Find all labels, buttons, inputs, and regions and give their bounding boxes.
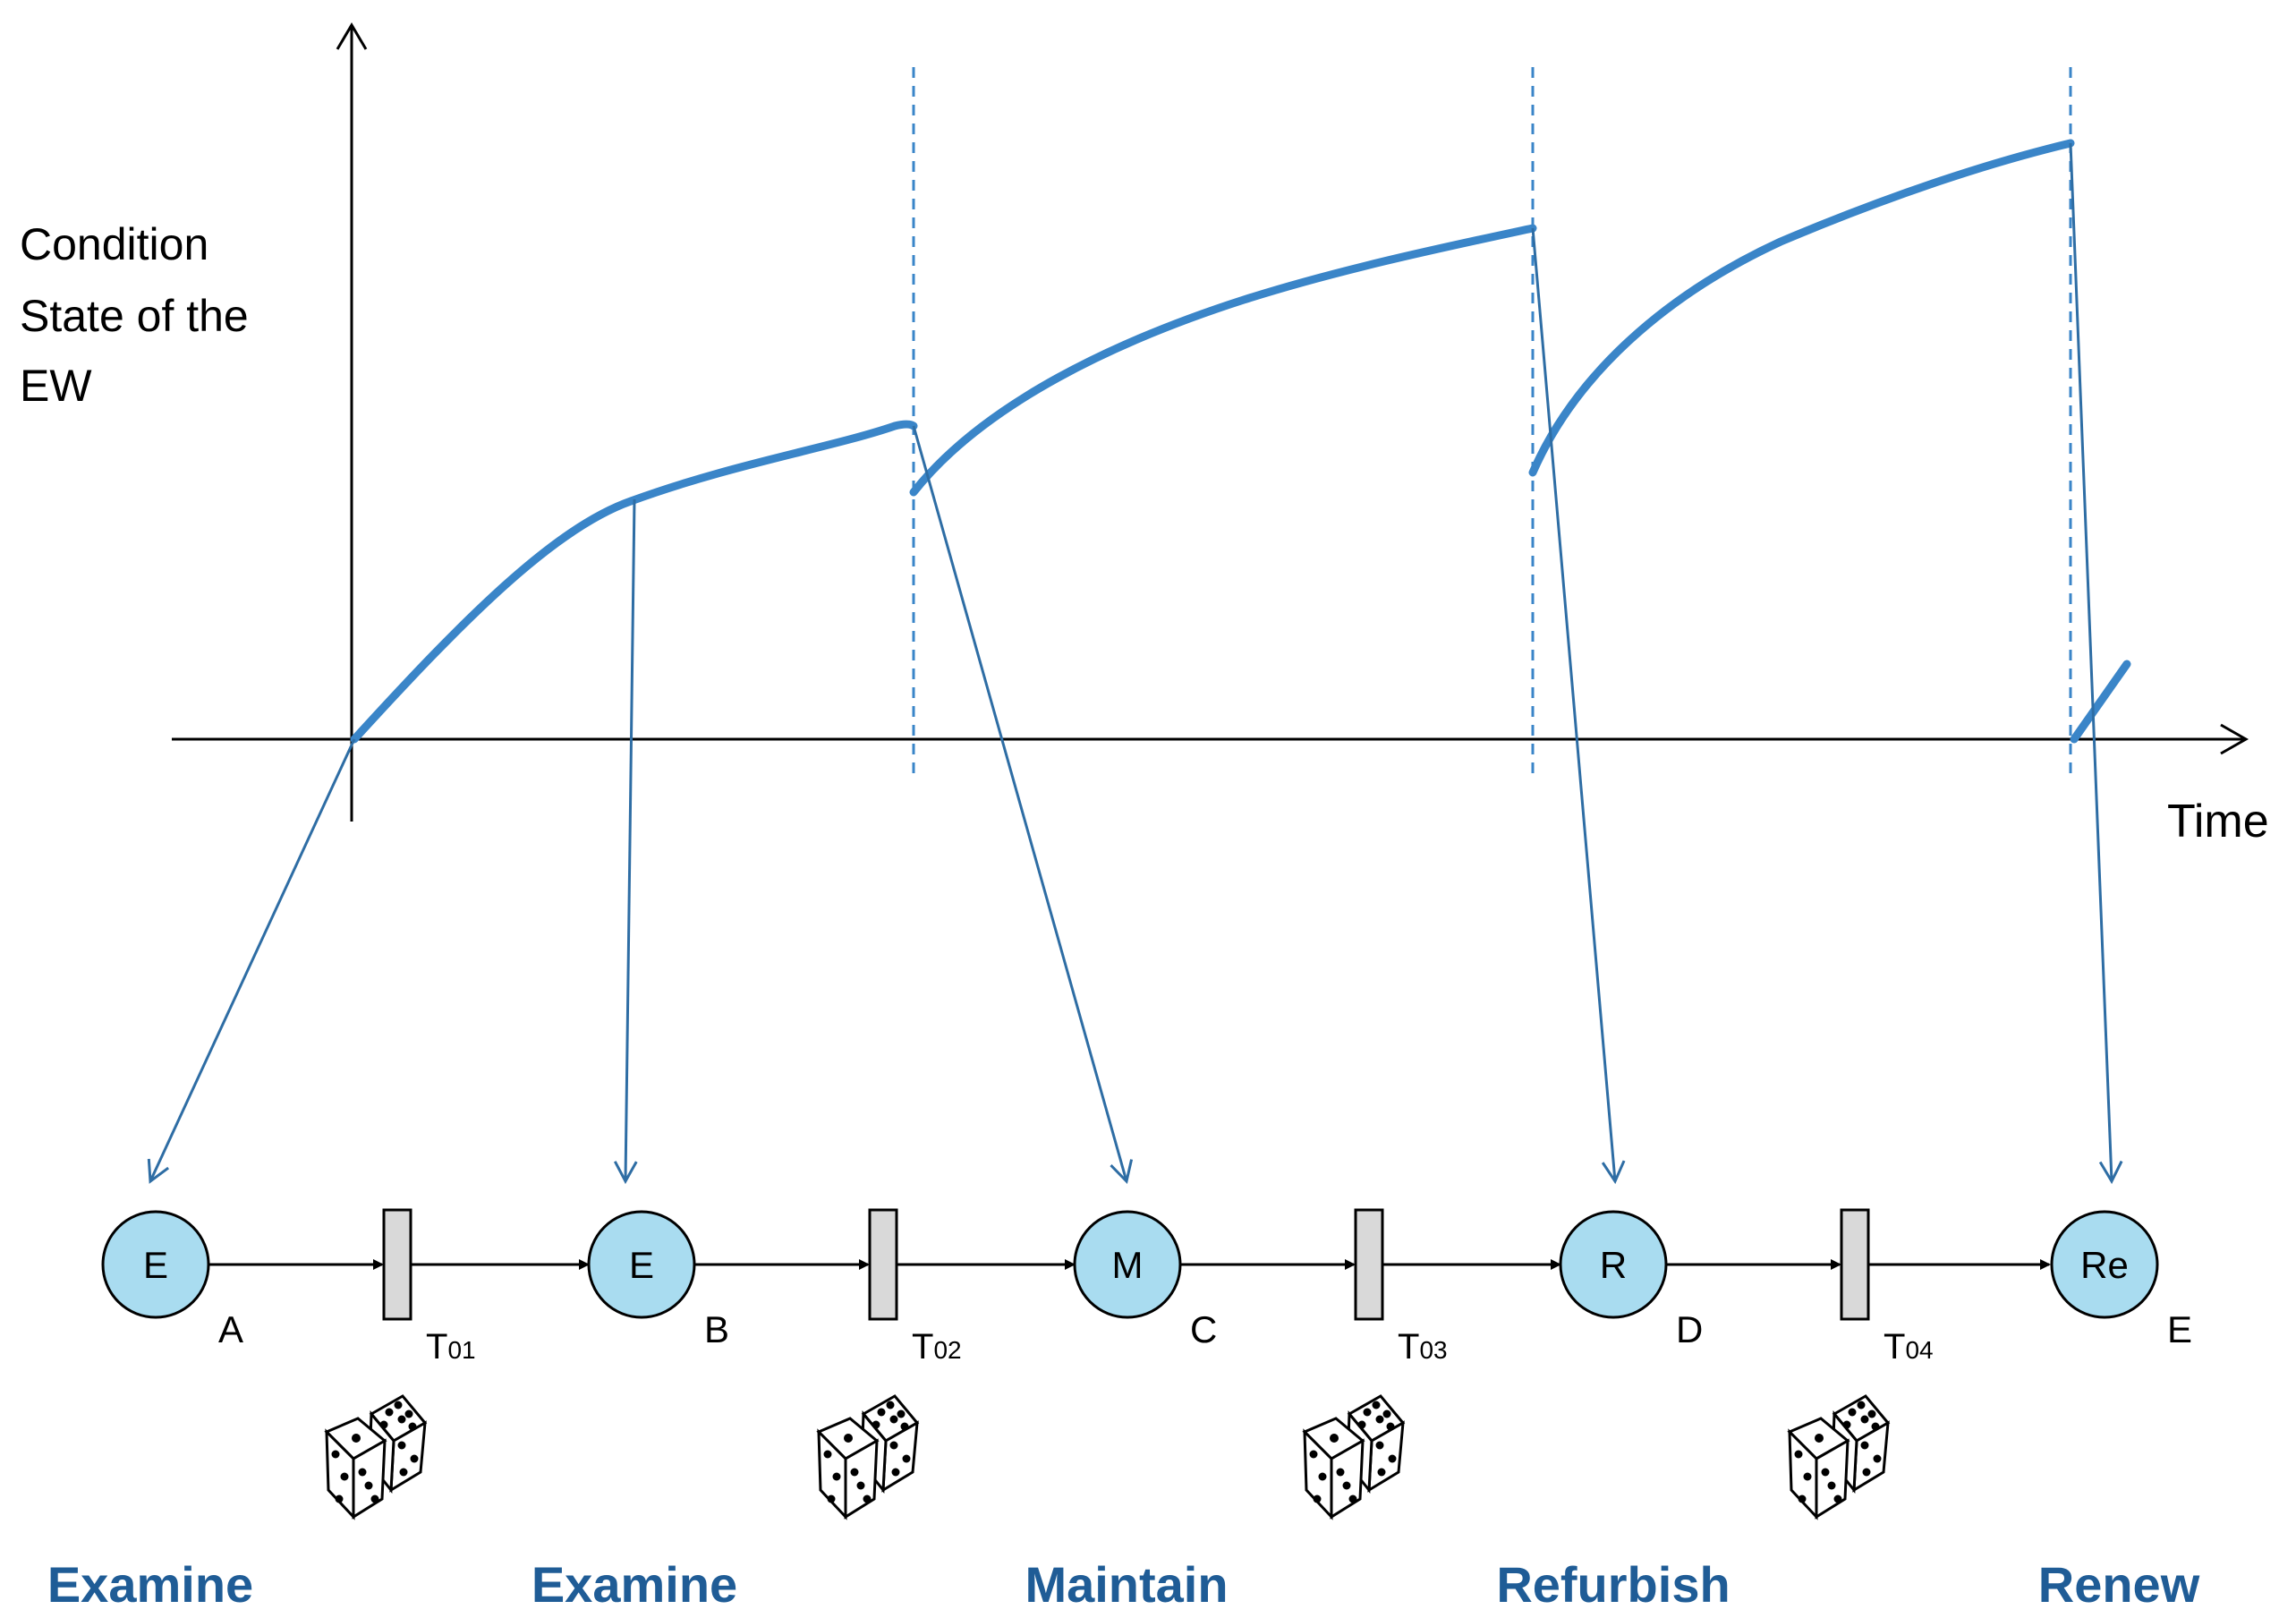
x-axis-label: Time <box>2167 796 2269 847</box>
transition-t02: T02 <box>868 1208 962 1367</box>
transition-t01-label: T01 <box>426 1327 476 1367</box>
connector-to-place-c <box>912 425 1134 1185</box>
condition-curve-segment-1 <box>350 420 918 744</box>
condition-curve-segment-3 <box>1528 139 2075 477</box>
transition-t01: T01 <box>382 1208 476 1367</box>
dice-icon <box>1788 1394 1890 1519</box>
place-b-id: B <box>704 1308 729 1350</box>
place-a-letter: E <box>143 1244 168 1286</box>
place-c: M C <box>1073 1210 1217 1350</box>
place-d-id: D <box>1676 1308 1703 1350</box>
transition-t03: T03 <box>1354 1208 1448 1367</box>
y-axis-label-line-1: Condition <box>20 219 208 269</box>
place-a: E A <box>101 1210 243 1350</box>
action-label-renew: Renew <box>2038 1556 2200 1613</box>
action-label-refurbish: Refurbish <box>1496 1556 1730 1613</box>
x-axis-arrowhead <box>2220 723 2249 755</box>
transition-t04: T04 <box>1840 1208 1934 1367</box>
place-e-letter: Re <box>2080 1244 2129 1286</box>
place-c-letter: M <box>1112 1244 1144 1286</box>
action-label-examine-a: Examine <box>47 1556 253 1613</box>
action-label-examine-b: Examine <box>531 1556 737 1613</box>
place-e: Re E <box>2050 1210 2192 1350</box>
place-a-id: A <box>218 1308 243 1350</box>
dice-icon <box>1303 1394 1405 1519</box>
transition-t02-label: T02 <box>912 1327 962 1367</box>
place-c-id: C <box>1190 1308 1217 1350</box>
y-axis-arrowhead <box>336 22 368 50</box>
place-d: R D <box>1559 1210 1703 1350</box>
connector-to-place-b <box>613 498 638 1185</box>
connector-to-place-e <box>2069 142 2123 1185</box>
connector-to-place-d <box>1531 227 1626 1185</box>
dice-icon <box>817 1394 919 1519</box>
place-e-id: E <box>2167 1308 2192 1350</box>
y-axis-label-line-3: EW <box>20 361 92 411</box>
place-b-letter: E <box>629 1244 654 1286</box>
condition-curve-segment-4 <box>2070 660 2131 744</box>
condition-curve-segment-2 <box>909 224 1537 497</box>
action-label-maintain: Maintain <box>1025 1556 1228 1613</box>
transition-t03-label: T03 <box>1398 1327 1448 1367</box>
connector-to-place-a <box>147 738 356 1184</box>
transition-t04-label: T04 <box>1884 1327 1934 1367</box>
place-b: E B <box>587 1210 729 1350</box>
place-d-letter: R <box>1600 1244 1627 1286</box>
y-axis-label-line-2: State of the <box>20 291 249 341</box>
dice-icon <box>325 1394 427 1519</box>
